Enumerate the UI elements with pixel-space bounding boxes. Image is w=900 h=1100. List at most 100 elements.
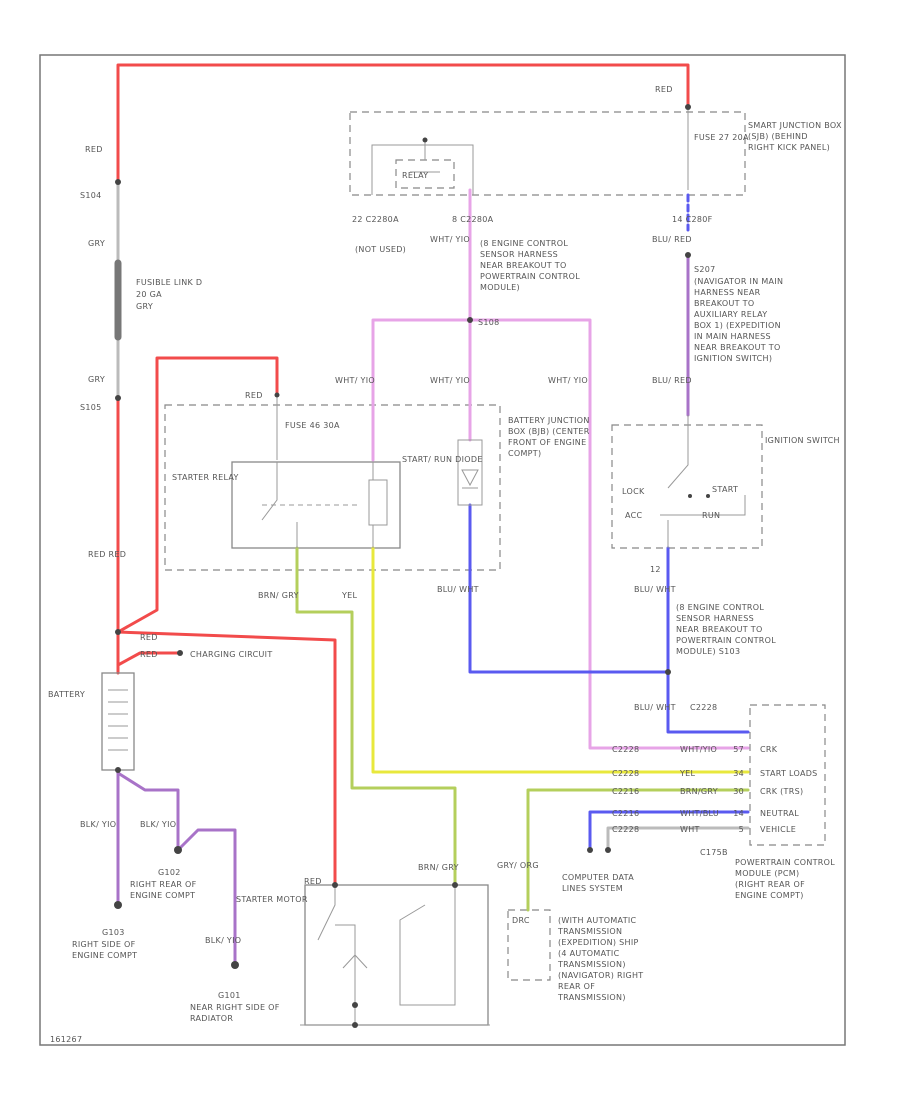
wire-pink-pcm xyxy=(468,188,750,750)
label-c2280a: 22 C2280A xyxy=(352,215,399,224)
pcm-row-connector: C2216 xyxy=(612,809,639,818)
label-fusible-amp: 20 GA xyxy=(136,290,162,299)
pcm-row-wire: WHT/BLU xyxy=(680,809,719,818)
wire-gray-vehicle xyxy=(606,826,750,852)
label-brn-gry-2: BRN/ GRY xyxy=(418,863,459,872)
sjb-relay-symbol xyxy=(371,140,474,195)
label-starter-motor: STARTER MOTOR xyxy=(236,895,308,904)
label-s104: S104 xyxy=(80,191,102,200)
label-red-starter: RED xyxy=(304,877,322,886)
label-ign-title: IGNITION SWITCH xyxy=(765,436,840,445)
label-s108: S108 xyxy=(478,318,500,327)
label-red-batt-2: RED xyxy=(140,650,158,659)
ignition-switch-outline xyxy=(611,424,763,549)
label-gry-1: GRY xyxy=(88,239,105,248)
pcm-row-connector: C2228 xyxy=(612,825,639,834)
label-battery: BATTERY xyxy=(48,690,85,699)
label-blu-red-1: BLU/ RED xyxy=(652,235,692,244)
pcm-row-connector: C2228 xyxy=(612,769,639,778)
starter-motor-internals xyxy=(317,885,456,1025)
wire-blue-neutral xyxy=(588,810,750,852)
label-red-left: RED xyxy=(85,145,103,154)
label-g101: G101 xyxy=(218,991,241,1000)
pcm-row-wire: YEL xyxy=(679,769,696,778)
label-brn-gry: BRN/ GRY xyxy=(258,591,299,600)
starter-relay-internals xyxy=(261,462,388,548)
trs-outline xyxy=(507,909,551,981)
pcm-row-function: VEHICLE xyxy=(760,825,796,834)
wire-ground-right xyxy=(176,828,237,967)
pcm-row-function: START LOADS xyxy=(760,769,818,778)
wire-green-relay xyxy=(295,546,457,887)
label-c2228: C2228 xyxy=(690,703,717,712)
wires xyxy=(114,63,750,1026)
pcm-row-wire: BRN/GRY xyxy=(680,787,718,796)
wire-red-main xyxy=(116,63,690,184)
label-lock: LOCK xyxy=(622,487,645,496)
label-blu-wht-3: BLU/ WHT xyxy=(634,703,676,712)
splice-dots xyxy=(114,104,691,1028)
pcm-row-connector: C2216 xyxy=(612,787,639,796)
label-run: RUN xyxy=(702,511,720,520)
diode-symbol xyxy=(457,439,483,506)
labels: RED RED S104 GRY FUSIBLE LINK D 20 GA GR… xyxy=(48,85,842,1044)
label-charging: CHARGING CIRCUIT xyxy=(190,650,273,659)
wire-ground-mid xyxy=(116,771,180,852)
starter-motor-box xyxy=(304,884,489,1026)
label-blk-starter: BLK/ YIO xyxy=(205,936,241,945)
starter-relay-box xyxy=(231,461,401,549)
fuse-symbols xyxy=(276,110,689,460)
label-start-run-diode: START/ RUN DIODE xyxy=(402,455,483,464)
battery-symbol xyxy=(101,672,135,771)
label-fuse-bjb: FUSE 46 30A xyxy=(285,421,340,430)
label-blu-wht-2: BLU/ WHT xyxy=(634,585,676,594)
pcm-row-pin: 34 xyxy=(733,769,744,778)
pcm-row-connector: C2228 xyxy=(612,745,639,754)
label-c2280a-note: (NOT USED) xyxy=(355,245,406,254)
pcm-row-pin: 57 xyxy=(733,745,744,754)
label-fusible-wire: GRY xyxy=(136,302,153,311)
label-blu-wht-1: BLU/ WHT xyxy=(437,585,479,594)
label-wht-yio: WHT/ YIO xyxy=(430,235,470,244)
wire-blue-diode xyxy=(468,503,670,674)
label-start: START xyxy=(712,485,738,494)
wire-yellow xyxy=(371,546,750,774)
pcm-row-function: NEUTRAL xyxy=(760,809,799,818)
pcm-row-function: CRK xyxy=(760,745,778,754)
label-c2280a-8: 8 C2280A xyxy=(452,215,494,224)
label-g102: G102 xyxy=(158,868,181,877)
label-fusible-link: FUSIBLE LINK D xyxy=(136,278,202,287)
label-wht-yio-2: WHT/ YIO xyxy=(430,376,470,385)
ignition-switch-internals xyxy=(660,415,746,548)
label-trs-box: DRC xyxy=(512,916,530,925)
label-fuse27: FUSE 27 20A xyxy=(694,133,749,142)
label-red-top: RED xyxy=(655,85,673,94)
label-relay: RELAY xyxy=(402,171,429,180)
pcm-outline xyxy=(749,704,826,846)
label-gry-2: GRY xyxy=(88,375,105,384)
label-c175b: C175B xyxy=(700,848,728,857)
label-red-batt-1: RED xyxy=(140,633,158,642)
label-wht-yio-1: WHT/ YIO xyxy=(335,376,375,385)
battery-junction-box-outline xyxy=(164,404,501,571)
label-s105: S105 xyxy=(80,403,102,412)
label-blu-red-2: BLU/ RED xyxy=(652,376,692,385)
label-s207: S207 xyxy=(694,265,716,274)
label-c280f: 14 C280F xyxy=(672,215,713,224)
label-blk-mid: BLK/ YIO xyxy=(140,820,176,829)
wire-red-charging xyxy=(116,651,182,667)
pcm-row-wire: WHT/YIO xyxy=(680,745,717,754)
pcm-row-pin: 14 xyxy=(733,809,744,818)
wire-pink-relay xyxy=(371,318,472,462)
label-acc: ACC xyxy=(625,511,643,520)
pcm-row-wire: WHT xyxy=(680,825,700,834)
